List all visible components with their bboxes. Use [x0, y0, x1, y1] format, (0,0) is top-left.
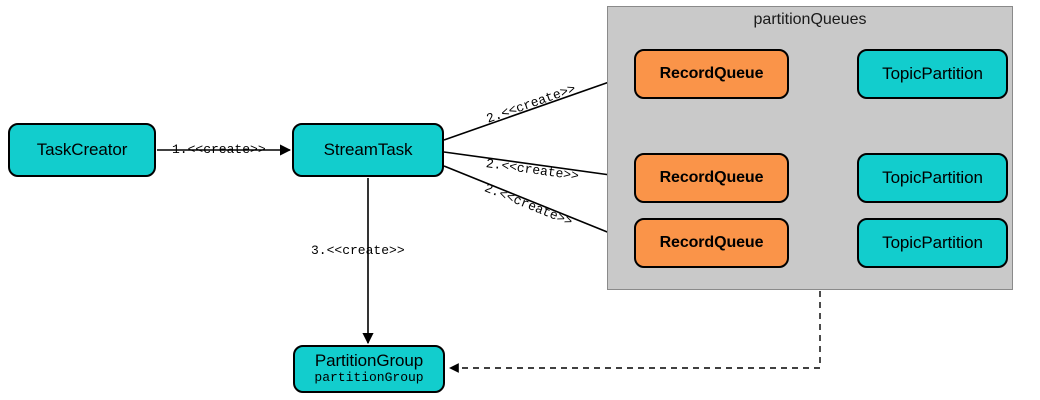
node-topic-partition-3-label: TopicPartition [882, 233, 983, 253]
node-partition-group-sublabel: partitionGroup [314, 370, 424, 386]
node-record-queue-1-label: RecordQueue [659, 64, 764, 82]
node-topic-partition-3[interactable]: TopicPartition [857, 218, 1008, 268]
edge-queues-to-group-line [449, 291, 821, 373]
node-partition-group-label: PartitionGroup [314, 351, 424, 371]
edge-create-queue-2-line [443, 151, 634, 183]
edge-create-queue-3-line [443, 165, 634, 244]
group-partition-queues-title: partitionQueues [753, 11, 867, 28]
node-task-creator-label: TaskCreator [36, 140, 128, 160]
node-stream-task[interactable]: StreamTask [292, 123, 444, 177]
node-record-queue-3-label: RecordQueue [659, 233, 764, 251]
node-record-queue-2[interactable]: RecordQueue [634, 153, 789, 203]
edge-label-create-partition-group: 3.<<create>> [311, 243, 405, 258]
node-topic-partition-2-label: TopicPartition [882, 168, 983, 188]
node-topic-partition-2[interactable]: TopicPartition [857, 153, 1008, 203]
node-record-queue-2-label: RecordQueue [659, 168, 764, 186]
node-partition-group[interactable]: PartitionGroup partitionGroup [293, 345, 445, 393]
node-record-queue-3[interactable]: RecordQueue [634, 218, 789, 268]
edge-create-queue-1-line [443, 72, 634, 141]
node-topic-partition-1-label: TopicPartition [882, 64, 983, 84]
node-topic-partition-1[interactable]: TopicPartition [857, 49, 1008, 99]
node-record-queue-1[interactable]: RecordQueue [634, 49, 789, 99]
edge-label-create-task: 1.<<create>> [172, 142, 266, 157]
node-task-creator[interactable]: TaskCreator [8, 123, 156, 177]
node-stream-task-label: StreamTask [323, 140, 413, 160]
